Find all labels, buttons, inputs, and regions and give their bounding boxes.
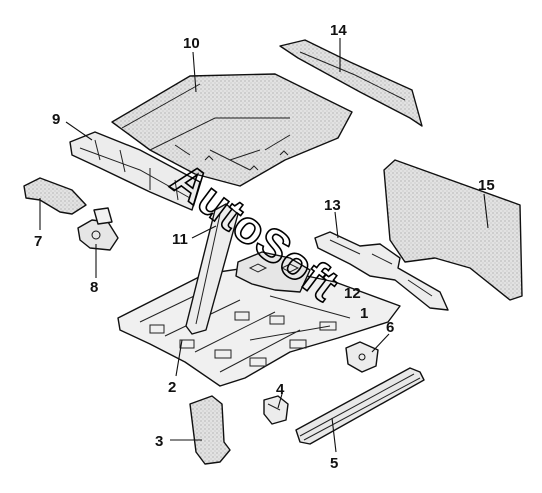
part-4-clip [263,395,289,425]
part-8-bracket [77,207,119,251]
callout-9: 9 [52,111,60,128]
callout-6: 6 [386,319,394,336]
part-10-roof-panel [111,73,353,187]
part-15-rear-panel [383,159,523,301]
part-6-small-bracket [345,341,379,373]
part-2-floor-panel [117,251,401,387]
part-3-lower-pillar [189,395,231,465]
callout-5: 5 [330,455,338,472]
callout-15: 15 [478,177,495,194]
callout-7: 7 [34,233,42,250]
callout-10: 10 [183,35,200,52]
leader-lines [39,38,489,453]
callout-11: 11 [172,231,188,248]
callout-labels: 10 14 9 15 7 11 13 8 6 2 4 3 5 12 1 [34,22,495,472]
callout-13: 13 [324,197,341,214]
callout-8: 8 [90,279,98,296]
part-14-roof-bow [279,39,423,127]
callout-14: 14 [330,22,347,39]
callout-12: 12 [344,285,361,302]
part-7-side-cover [23,177,87,215]
part-9-front-header [69,131,201,211]
callout-3: 3 [155,433,163,450]
callout-4: 4 [276,381,285,398]
part-11-b-pillar [185,203,239,335]
callout-1: 1 [360,305,368,322]
part-5-rocker-sill [295,367,425,445]
part-13-rear-crossmember [314,231,449,311]
callout-2: 2 [168,379,176,396]
